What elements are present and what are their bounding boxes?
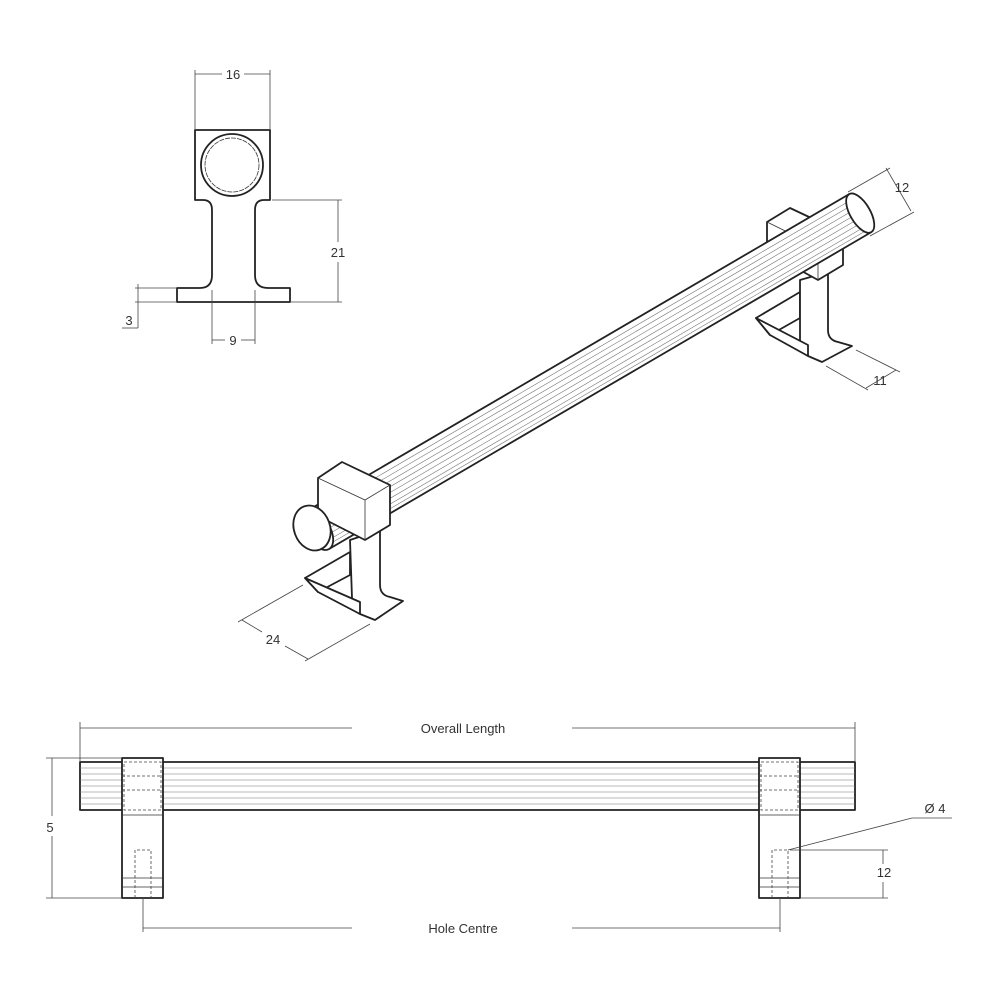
side-view: Overall Length 5 Hole Centre Ø 4 12	[46, 721, 952, 936]
dimension-stem-height: 21	[272, 199, 345, 303]
dimension-hole-centre: Hole Centre	[142, 898, 781, 936]
fluted-rod	[301, 192, 876, 551]
dim-label-21: 21	[331, 245, 345, 260]
dim-label-3: 3	[125, 313, 132, 328]
dimension-overall-length: Overall Length	[79, 721, 856, 762]
dimension-rod-diameter: 12	[847, 167, 915, 237]
rod-section-outer	[200, 133, 264, 197]
rod-section-flutes	[204, 137, 260, 193]
dimension-width: 16	[194, 67, 271, 130]
section-view: 16 21 3 9	[122, 67, 345, 348]
left-bracket	[292, 461, 404, 621]
dim-label-12-depth: 12	[877, 865, 891, 880]
dim-label-11: 11	[873, 373, 887, 388]
dimension-stem-width: 9	[211, 290, 256, 348]
dim-label-hole-diameter: Ø 4	[925, 801, 946, 816]
overall-length-label: Overall Length	[421, 721, 506, 736]
dimension-base-length: 24	[237, 584, 371, 662]
isometric-view: 12 11 24	[237, 167, 915, 662]
dimension-base-depth: 11	[825, 349, 901, 391]
dimension-base-thickness: 3	[122, 284, 177, 329]
dim-label-16: 16	[226, 67, 240, 82]
right-bracket-side	[758, 757, 801, 899]
dim-label-12-rod: 12	[895, 180, 909, 195]
dim-label-9: 9	[229, 333, 236, 348]
dimension-hole-diameter: Ø 4	[787, 801, 952, 851]
dim-label-5: 5	[46, 820, 53, 835]
dim-label-24: 24	[266, 632, 280, 647]
dimension-height: 5	[46, 757, 122, 899]
left-bracket-side	[121, 757, 164, 899]
hole-centre-label: Hole Centre	[428, 921, 497, 936]
dimension-hole-depth: 12	[790, 849, 891, 899]
